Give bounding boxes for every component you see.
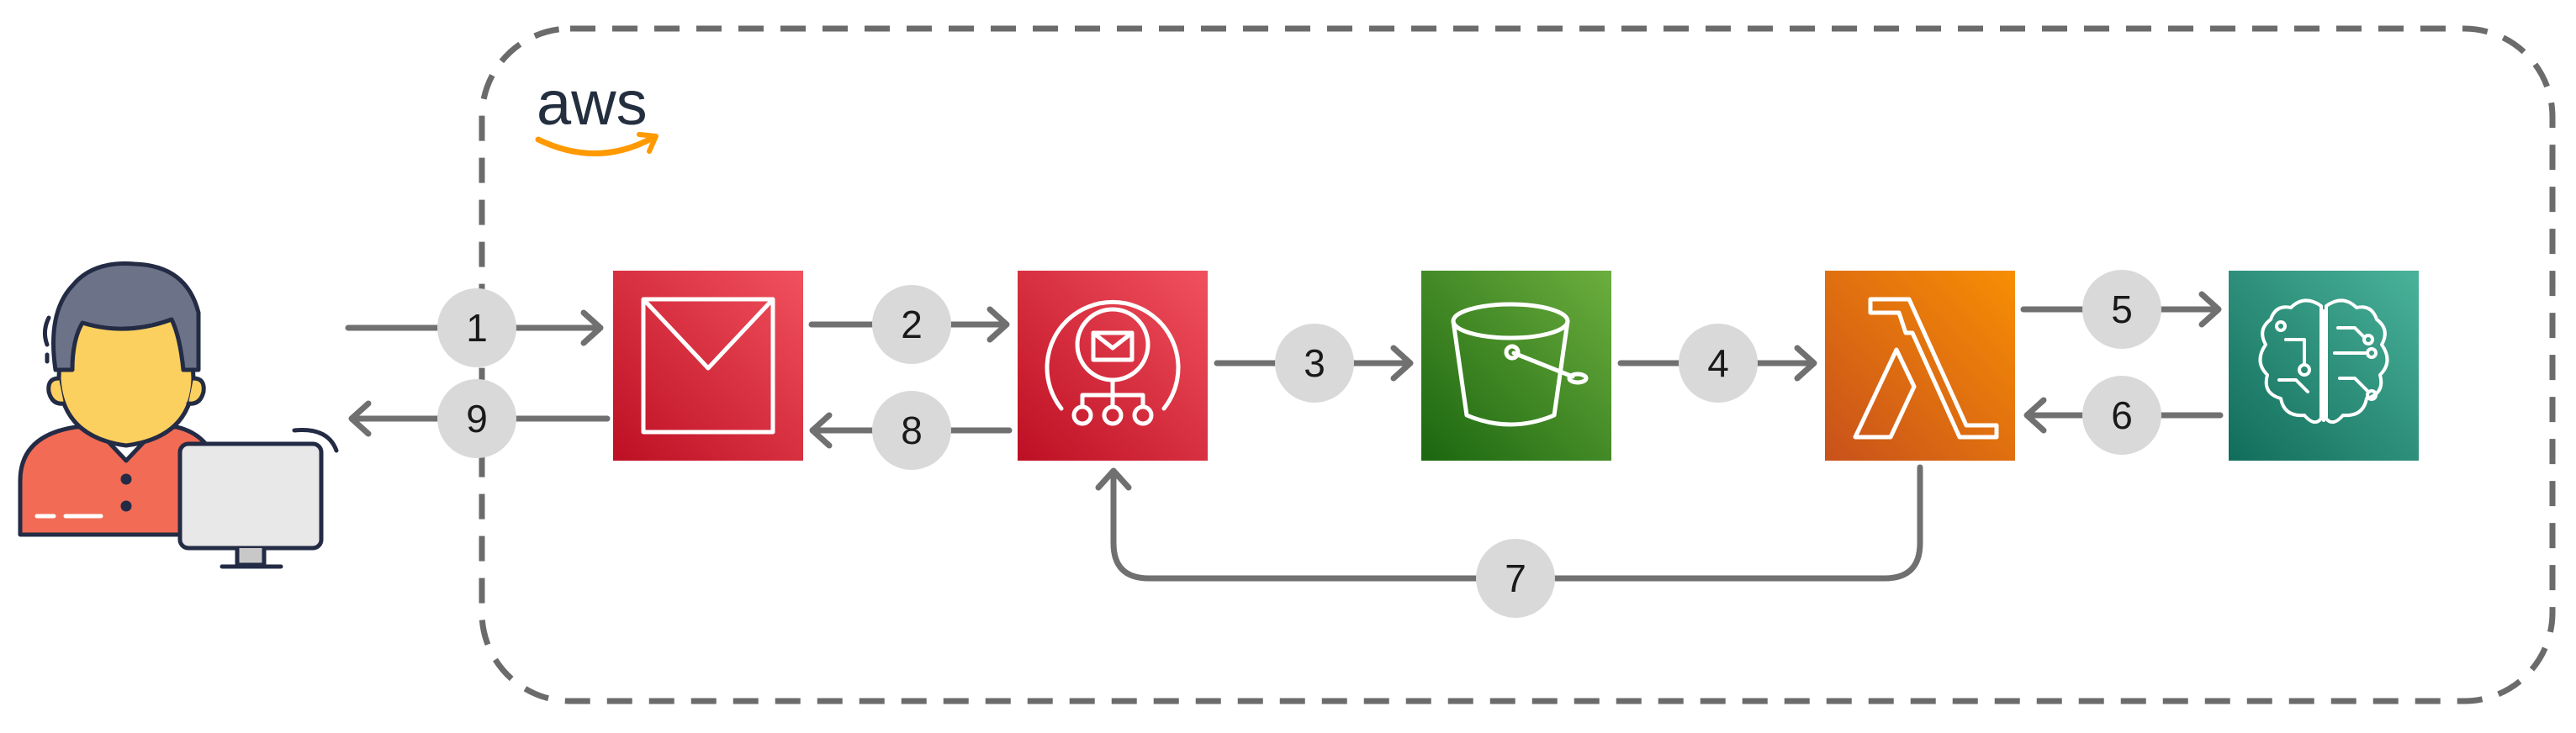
step-6-badge: 6 bbox=[2082, 376, 2161, 455]
lambda-function-node bbox=[1825, 271, 2015, 461]
aws-smile-icon bbox=[535, 134, 656, 156]
step-9-label: 9 bbox=[466, 397, 488, 440]
step-4-circle bbox=[1679, 324, 1758, 403]
step-2-badge: 2 bbox=[872, 285, 951, 364]
aws-logo: aws bbox=[535, 68, 659, 156]
step-5-label: 5 bbox=[2111, 287, 2133, 331]
step-badges: 1 2 3 4 5 6 7 8 9 bbox=[437, 270, 2161, 618]
brain-circuit-icon bbox=[2258, 298, 2389, 425]
ml-service-node bbox=[2229, 271, 2419, 461]
step-8-circle bbox=[872, 391, 951, 470]
step-1-label: 1 bbox=[466, 306, 488, 350]
storage-bucket-node bbox=[1421, 271, 1611, 461]
step-9-circle bbox=[437, 379, 516, 458]
step-3-circle bbox=[1275, 324, 1354, 403]
step-8-label: 8 bbox=[901, 409, 923, 452]
notification-service-node bbox=[1018, 271, 1208, 461]
step-5-circle bbox=[2082, 270, 2161, 349]
step-9-badge: 9 bbox=[437, 379, 516, 458]
svg-text:aws: aws bbox=[537, 68, 648, 138]
step-7-circle bbox=[1476, 539, 1555, 618]
step-6-circle bbox=[2082, 376, 2161, 455]
lambda-icon bbox=[1853, 297, 1999, 440]
step-3-badge: 3 bbox=[1275, 324, 1354, 403]
step-6-label: 6 bbox=[2111, 393, 2133, 437]
step-5-badge: 5 bbox=[2082, 270, 2161, 349]
step-4-label: 4 bbox=[1707, 341, 1729, 385]
aws-cloud-boundary bbox=[479, 25, 2556, 704]
bucket-icon bbox=[1451, 302, 1589, 427]
notification-hub-icon bbox=[1045, 299, 1181, 426]
step-1-circle bbox=[437, 288, 516, 367]
envelope-icon bbox=[641, 297, 775, 435]
email-service-node bbox=[613, 271, 803, 461]
step-3-label: 3 bbox=[1304, 341, 1325, 385]
step-2-label: 2 bbox=[901, 303, 923, 346]
step-8-badge: 8 bbox=[872, 391, 951, 470]
step-7-badge: 7 bbox=[1476, 539, 1555, 618]
step-1-badge: 1 bbox=[437, 288, 516, 367]
step-7-label: 7 bbox=[1505, 556, 1526, 600]
step-4-badge: 4 bbox=[1679, 324, 1758, 403]
step-2-circle bbox=[872, 285, 951, 364]
user-at-computer-icon bbox=[18, 261, 339, 569]
